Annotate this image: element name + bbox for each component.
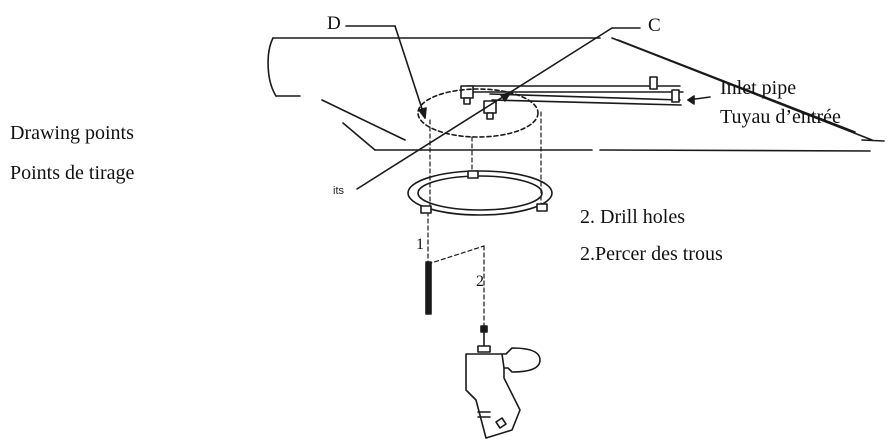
- leader-lines: [321, 25, 641, 190]
- drill-holes-label-en: 2. Drill holes: [580, 206, 685, 228]
- drill-holes-label-fr: 2.Percer des trous: [580, 243, 723, 265]
- callout-d-label: D: [327, 13, 341, 34]
- drop-lines: [427, 111, 542, 327]
- step-two-label: 2: [476, 273, 484, 290]
- inlet-pipe-label-en: Inlet pipe: [720, 77, 797, 99]
- callout-c-label: C: [648, 15, 661, 36]
- drill-icon: [465, 325, 541, 439]
- pipe-fittings: [460, 85, 497, 120]
- pencil-icon: [425, 261, 432, 315]
- marking-circle: [417, 88, 539, 138]
- mounting-ring: [407, 170, 553, 216]
- step-one-label: 1: [416, 236, 424, 253]
- drawing-points-label-fr: Points de tirage: [10, 162, 135, 184]
- inlet-pipe-label-fr: Tuyau d’entrée: [720, 106, 841, 128]
- drawing-points-label-en: Drawing points: [10, 122, 134, 144]
- cropped-label-fragment: its: [333, 185, 344, 197]
- ceiling-plate: [267, 37, 885, 152]
